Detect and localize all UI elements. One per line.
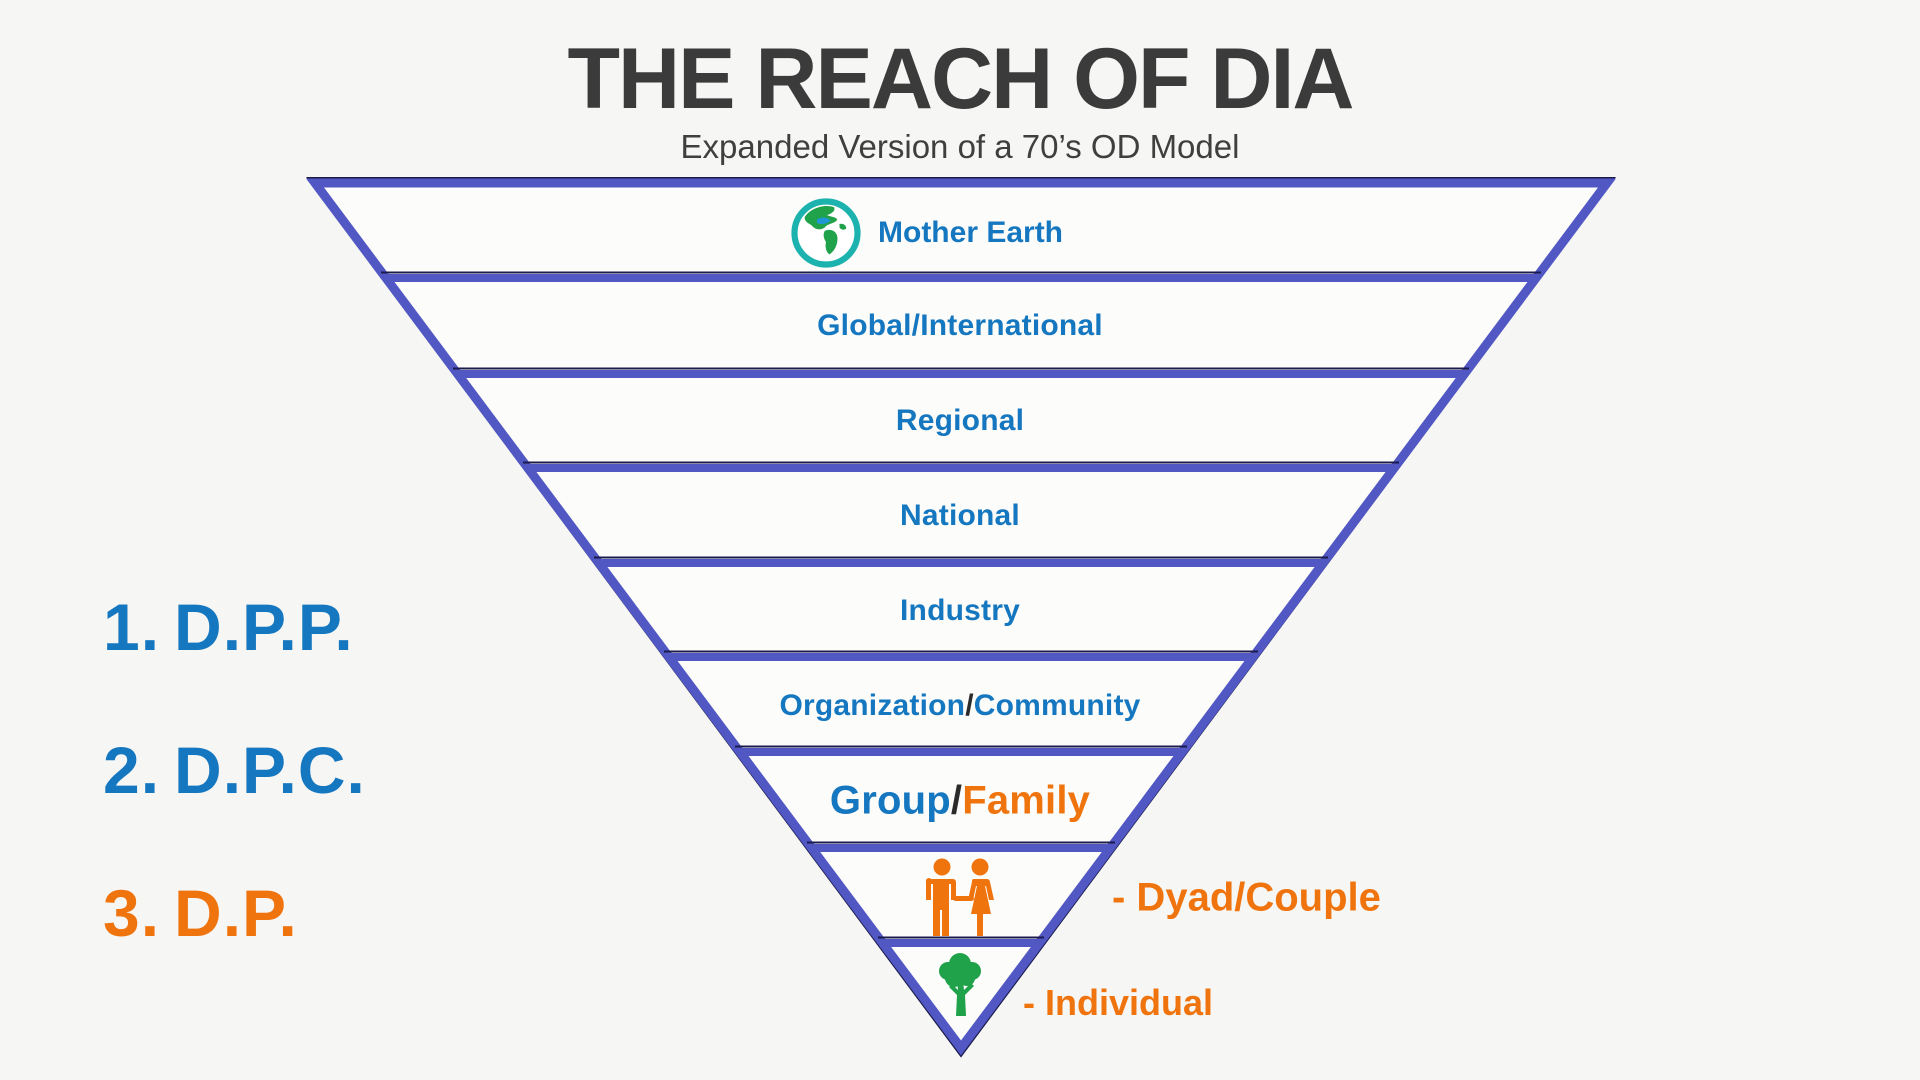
- pyramid-level-national: National: [900, 499, 1020, 532]
- pyramid-level-organization-community: Organization/Community: [0, 689, 1920, 723]
- pyramid-separators: [381, 271, 1541, 947]
- couple-icon: [925, 858, 1001, 943]
- org-part: Organization: [779, 689, 966, 722]
- pyramid-level-global-international: Global/International: [817, 309, 1103, 342]
- legend-number: 2.: [103, 733, 161, 807]
- legend-number: 1.: [103, 590, 161, 664]
- pyramid-outline-purple: [306, 178, 1616, 1056]
- legend-label: D.P.P.: [174, 590, 354, 664]
- legend-item-dpc: 2. D.P.C.: [103, 732, 366, 808]
- legend-item-dp: 3. D.P.: [103, 875, 298, 951]
- pyramid-level-mother-earth: Mother Earth: [790, 197, 1063, 269]
- page-subtitle: Expanded Version of a 70’s OD Model: [680, 128, 1240, 165]
- individual-label: - Individual: [1023, 982, 1214, 1023]
- pyramid-level-regional: Regional: [895, 404, 1025, 437]
- legend-item-dpp: 1. D.P.P.: [103, 589, 354, 665]
- legend-label: D.P.: [174, 876, 298, 950]
- legend-label: D.P.C.: [174, 733, 366, 807]
- pyramid-level-label: Mother Earth: [878, 216, 1064, 249]
- group-part: Group: [829, 778, 951, 823]
- slash-separator: /: [965, 689, 974, 722]
- community-part: Community: [973, 689, 1141, 722]
- family-part: Family: [962, 778, 1091, 823]
- legend-number: 3.: [103, 876, 161, 950]
- pyramid-level-group-family: Group/Family: [0, 779, 1920, 824]
- dyad-couple-label: - Dyad/Couple: [1112, 875, 1381, 920]
- page-title: THE REACH OF DIA: [567, 31, 1355, 127]
- globe-icon: [790, 197, 862, 269]
- tree-icon: [930, 950, 990, 1023]
- pyramid-level-industry: Industry: [900, 594, 1020, 627]
- slash-separator: /: [950, 778, 963, 823]
